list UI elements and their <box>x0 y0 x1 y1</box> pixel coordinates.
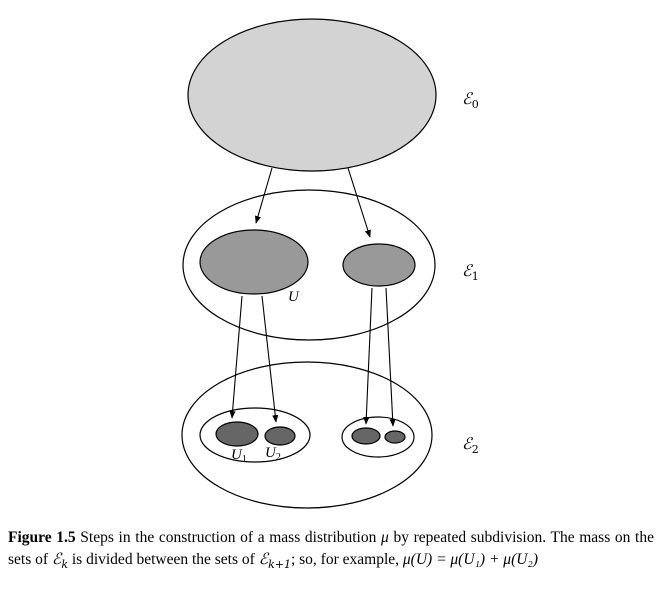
figure-number: Figure 1.5 <box>8 529 76 546</box>
caption-mu: μ <box>381 529 389 546</box>
level-label-e0: ℰ0 <box>462 89 479 111</box>
level-label-e2: ℰ2 <box>462 434 479 456</box>
arrow-e0-to-u <box>254 167 273 224</box>
caption-text-1: Steps in the construction of a mass dist… <box>75 529 382 546</box>
set-e1-right-ellipse <box>342 243 416 287</box>
level-label-e1: ℰ1 <box>462 261 479 283</box>
set-u1-ellipse <box>215 421 259 447</box>
arrow-u-to-u2 <box>261 295 279 423</box>
figure-caption: Figure 1.5 Steps in the construction of … <box>8 527 654 575</box>
set-label-u1: U1 <box>231 447 247 465</box>
caption-e-k1: ℰk+1 <box>258 549 291 571</box>
set-u2-ellipse <box>264 426 296 446</box>
caption-text-4: ; so, for example, <box>290 550 403 568</box>
level-e1-container <box>182 189 436 341</box>
mass-distribution-diagram: ℰ0 ℰ1 ℰ2 U U1 U2 <box>181 18 479 509</box>
arrow-right-to-a <box>363 287 373 425</box>
arrow-u-to-u1 <box>229 295 243 419</box>
caption-formula: μ(U) = μ(U₁) + μ(U₂) <box>402 550 538 568</box>
set-e2-right-a-ellipse <box>351 427 381 445</box>
caption-text-3: is divided between the sets of <box>67 550 259 568</box>
set-e0-ellipse <box>187 18 437 172</box>
set-label-u: U <box>288 289 300 305</box>
arrow-right-to-b <box>385 287 396 427</box>
set-u-ellipse <box>199 229 309 295</box>
arrow-e0-to-right <box>347 167 371 238</box>
set-label-u2: U2 <box>265 445 281 463</box>
caption-text-2: by repeated subdivision. The mass on the… <box>8 529 654 568</box>
caption-e-k: ℰk <box>51 549 68 571</box>
set-e2-right-b-ellipse <box>384 430 406 444</box>
